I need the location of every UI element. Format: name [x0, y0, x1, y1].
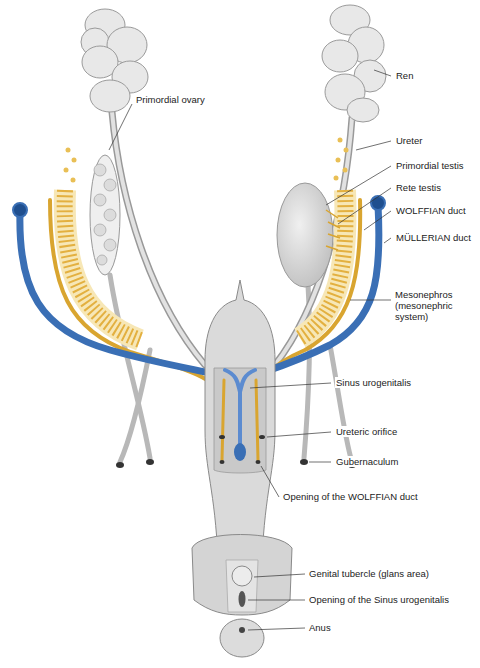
part-label: Opening of the Sinus urogenitalis [308, 594, 450, 605]
part-label: WOLFFIAN duct [395, 205, 467, 216]
part-label: Primordial ovary [135, 94, 206, 105]
part-label: Ureter [395, 135, 423, 146]
part-label: Mesonephros (mesonephric system) [394, 289, 476, 322]
part-label: Sinus urogenitalis [335, 377, 412, 388]
part-label: MÜLLERIAN duct [395, 232, 472, 243]
part-label: Gubernaculum [335, 456, 399, 467]
part-label: Genital tubercle (glans area) [308, 568, 430, 579]
part-label: Primordial testis [395, 160, 465, 171]
part-label: Opening of the WOLFFIAN duct [282, 491, 419, 502]
part-label: Rete testis [395, 182, 442, 193]
part-label: Anus [308, 622, 332, 633]
part-label: Ureteric orifice [335, 426, 398, 437]
part-label: Ren [395, 70, 414, 81]
